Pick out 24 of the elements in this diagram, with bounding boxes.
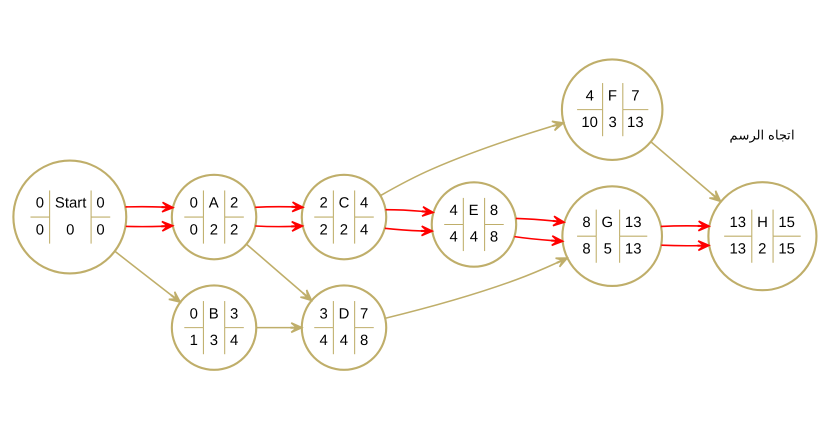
node-circle: 8 G 13 8 5 13 (561, 184, 664, 287)
arrow (255, 200, 304, 212)
arrow (650, 140, 722, 202)
node-circle: 2 C 4 2 2 4 (300, 173, 388, 260)
arrow (514, 234, 564, 246)
arrow (380, 120, 564, 196)
node-circle: 4 F 7 10 3 13 (560, 58, 664, 160)
arrow (256, 322, 303, 333)
arrow (516, 214, 565, 226)
node-circle: 0 Start 0 0 0 0 (12, 159, 128, 274)
arrow (385, 256, 568, 319)
node-circle: 0 B 3 1 3 4 (170, 284, 258, 370)
arrow (126, 220, 174, 232)
arrow (125, 200, 174, 212)
arrow (384, 224, 434, 236)
arrow (114, 250, 181, 302)
arrow (386, 205, 434, 216)
node-circle: 0 A 2 0 2 2 (170, 173, 258, 260)
label: اتجاه الرسم (730, 127, 796, 142)
node-circle: 4 E 8 4 4 8 (430, 180, 518, 268)
arrow (660, 220, 710, 231)
arrow (255, 220, 304, 232)
arrow (246, 242, 312, 301)
arrow (661, 240, 710, 251)
